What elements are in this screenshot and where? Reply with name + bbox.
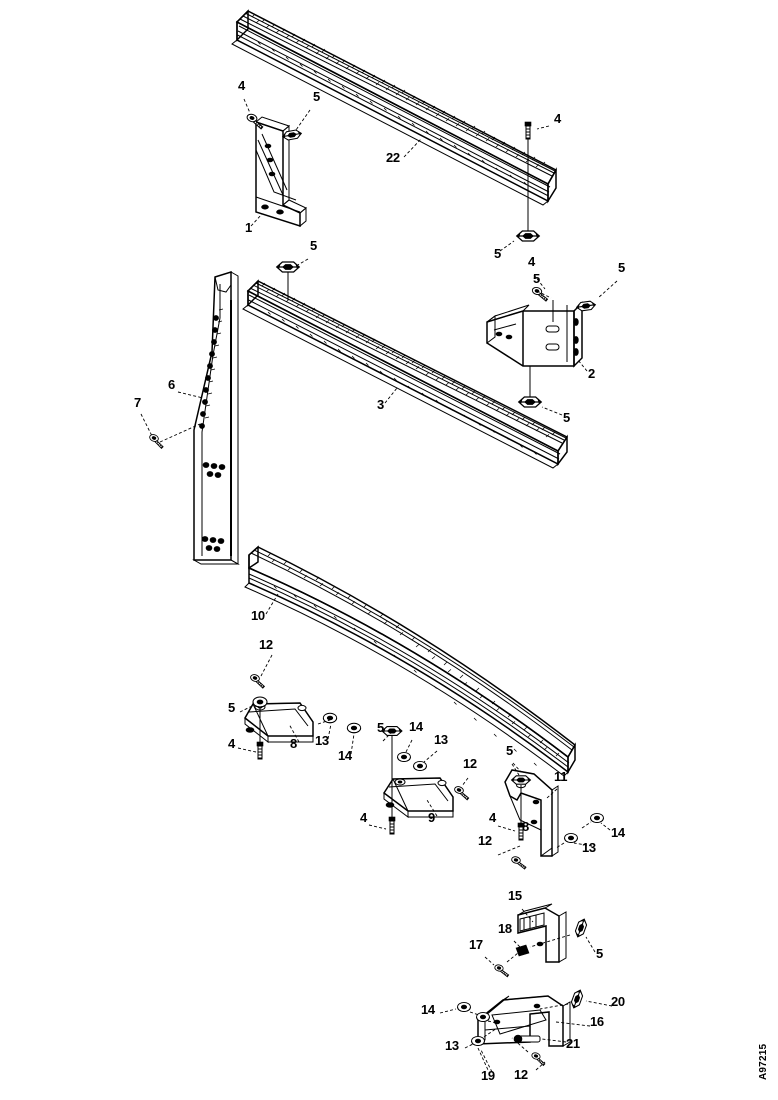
callout-14: 14 (611, 825, 626, 840)
callout-3: 3 (377, 397, 384, 412)
part-18-spacer (515, 944, 530, 957)
leader-10 (265, 593, 279, 615)
part-10-curved-cross-beam (244, 545, 576, 777)
leader-16 (555, 1021, 591, 1027)
callout-2: 2 (588, 366, 595, 381)
fastener-group-bracket-2 (518, 285, 597, 408)
part-22-upper-rail-beam (231, 9, 558, 206)
leader-11 (546, 788, 558, 799)
leader-17 (484, 956, 495, 966)
part-15-small-mount-block (517, 903, 567, 963)
leader-4-b (536, 125, 550, 130)
callout-10: 10 (251, 608, 265, 623)
leader-5-a (295, 109, 311, 131)
part-21-stud (513, 1034, 541, 1044)
leader-9 (426, 799, 438, 817)
leader-3 (384, 387, 398, 404)
callout-14: 14 (421, 1002, 436, 1017)
callout-5: 5 (310, 238, 317, 253)
callout-14: 14 (409, 719, 424, 734)
callout-18: 18 (498, 921, 512, 936)
callout-5: 5 (228, 700, 235, 715)
leader-1 (250, 213, 263, 227)
callout-4: 4 (360, 810, 368, 825)
callout-4: 4 (528, 254, 536, 269)
callout-5: 5 (506, 743, 513, 758)
fastener-group-top-right (516, 121, 540, 242)
fastener-group-bracket-8 (237, 654, 362, 760)
leader-5-c (295, 258, 309, 267)
part-3-middle-rail-beam (242, 279, 569, 469)
callout-12: 12 (463, 756, 477, 771)
callout-4: 4 (238, 78, 246, 93)
callout-15: 15 (508, 888, 522, 903)
fastener-group-bracket-9 (368, 726, 472, 835)
callout-8: 8 (522, 819, 529, 834)
fastener-group-bracket-11 (497, 763, 611, 870)
leader-6 (177, 391, 204, 399)
part-1-left-end-bracket (254, 116, 307, 228)
callout-12: 12 (478, 833, 492, 848)
leader-17-link (506, 952, 519, 963)
leader-7-part (159, 423, 201, 443)
callout-13: 13 (434, 732, 448, 747)
callout-7: 7 (134, 395, 141, 410)
part-2-right-end-bracket (486, 301, 583, 368)
leader-2 (577, 359, 588, 372)
callout-13: 13 (582, 840, 596, 855)
leader-7 (140, 413, 153, 437)
fastener-nut-15 (529, 917, 596, 953)
part-9-gusset-bracket-center (382, 777, 454, 818)
callout-4: 4 (228, 736, 236, 751)
leader-5-f (541, 406, 563, 416)
callout-12: 12 (259, 637, 273, 652)
leader-5-e (597, 280, 618, 299)
leader-22 (403, 138, 422, 158)
callout-21: 21 (566, 1036, 580, 1051)
callout-4: 4 (489, 810, 497, 825)
leader-15 (521, 908, 534, 923)
part-code-watermark: A97215 (758, 1044, 769, 1080)
callout-labels: 4 5 1 22 4 5 5 6 7 3 5 4 5 2 5 10 12 5 4… (134, 78, 626, 1083)
callout-5: 5 (563, 410, 570, 425)
callout-20: 20 (611, 994, 625, 1009)
fastener-group-bracket-16 (439, 988, 613, 1071)
callout-16: 16 (590, 1014, 604, 1029)
callout-19: 19 (481, 1068, 495, 1083)
callout-9: 9 (428, 810, 435, 825)
callout-5: 5 (494, 246, 501, 261)
callout-17: 17 (469, 937, 483, 952)
part-6-vertical-side-panel (192, 270, 240, 565)
leader-4-a (243, 98, 251, 114)
callout-4: 4 (554, 111, 562, 126)
callout-5: 5 (377, 720, 384, 735)
fastener-nut-bracket-11 (512, 762, 522, 773)
callout-11: 11 (554, 769, 567, 784)
callout-14: 14 (338, 748, 353, 763)
leader-4-c (533, 274, 546, 290)
leader-5-b (499, 240, 515, 252)
leader-8-a (288, 723, 300, 743)
callout-22: 22 (386, 150, 400, 165)
callout-1: 1 (245, 220, 252, 235)
callout-5: 5 (596, 946, 603, 961)
fastener-nut-mid-left (276, 261, 300, 300)
callout-5: 5 (618, 260, 625, 275)
callout-13: 13 (315, 733, 329, 748)
callout-5: 5 (533, 271, 540, 286)
callout-6: 6 (168, 377, 175, 392)
part-19-pin (480, 1049, 493, 1073)
callout-8: 8 (290, 736, 297, 751)
callout-5: 5 (313, 89, 320, 104)
leader-5-d (536, 290, 552, 299)
callout-13: 13 (445, 1038, 459, 1053)
callout-12: 12 (514, 1067, 528, 1082)
